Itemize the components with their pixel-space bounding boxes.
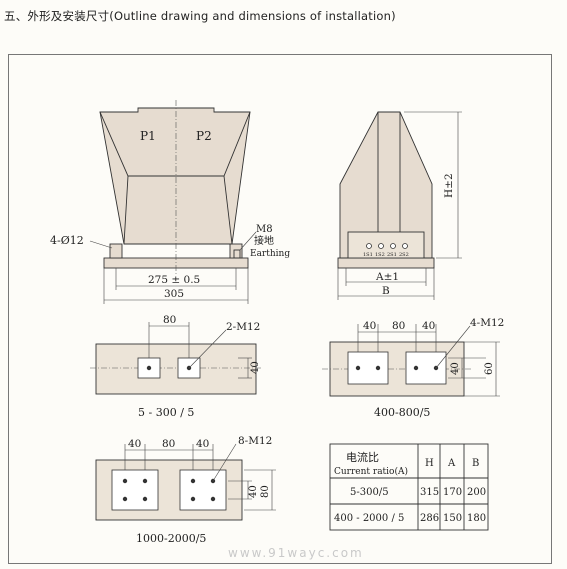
table-header-cn: 电流比 xyxy=(346,450,379,464)
plate-a: 80 2-M12 40 5 - 300 / 5 xyxy=(90,314,262,419)
plate-b-dim-left: 40 xyxy=(363,320,376,332)
plate-b-bolt-leader xyxy=(435,325,471,369)
dim-inner-label: 275 ± 0.5 xyxy=(148,274,200,286)
plate-c-caption: 1000-2000/5 xyxy=(136,532,206,545)
plate-a-dim-40: 40 xyxy=(250,361,261,374)
dim-a-label: A±1 xyxy=(375,271,399,283)
plate-c-bolt xyxy=(190,496,196,502)
plate-b-caption: 400-800/5 xyxy=(374,406,430,419)
terminal-screw xyxy=(390,243,396,249)
plate-b-dim-60: 60 xyxy=(484,362,495,375)
table-row1-ratio: 5-300/5 xyxy=(350,487,389,498)
terminal-screw xyxy=(378,243,384,249)
plate-b-bolt xyxy=(375,365,381,371)
m8-label: M8 xyxy=(256,224,273,235)
plate-c-terminal-right xyxy=(179,469,227,511)
earthing-leader xyxy=(239,231,257,251)
plate-c-dim-40: 40 xyxy=(248,485,259,498)
side-view: 1S1 1S2 2S1 2S2 H±2 A±1 B xyxy=(337,111,462,300)
plate-c-bolt xyxy=(122,496,128,502)
terminal-1s1: 1S1 xyxy=(363,252,373,258)
terminal-p1-label: P1 xyxy=(140,129,156,143)
plate-a-bolt-label: 2-M12 xyxy=(226,321,260,333)
plate-c-bolt-label: 8-M12 xyxy=(238,435,272,447)
table-border xyxy=(329,443,489,531)
plate-c: 40 80 40 8-M12 40 80 1000-2000/5 xyxy=(95,435,276,545)
terminal-2s2: 2S2 xyxy=(399,252,409,258)
plate-c-bolt xyxy=(122,478,128,484)
front-left-foot xyxy=(109,243,123,259)
plate-c-terminal-left xyxy=(111,469,159,511)
earthing-bolt xyxy=(233,249,241,259)
terminal-p2-label: P2 xyxy=(196,129,212,143)
plate-c-dim-right: 40 xyxy=(196,438,209,450)
front-body-fold xyxy=(99,111,251,177)
plate-b: 40 80 40 4-M12 40 60 400-800/5 xyxy=(322,317,504,419)
table-col-a: A xyxy=(447,458,456,469)
earthing-cn-label: 接地 xyxy=(254,234,274,247)
plate-b-bolt xyxy=(413,365,419,371)
terminal-box xyxy=(347,231,425,259)
terminal-screw xyxy=(402,243,408,249)
terminal-1s2: 1S2 xyxy=(375,252,385,258)
table-header-en: Current ratio(A) xyxy=(334,466,408,477)
table-row2-b: 180 xyxy=(467,513,486,524)
dim-outer-label: 305 xyxy=(164,288,184,300)
plate-c-bolt xyxy=(210,496,216,502)
plate-a-dim-80: 80 xyxy=(163,314,176,326)
plate-c-bolt-leader xyxy=(212,443,237,482)
terminal-2s1: 2S1 xyxy=(387,252,397,258)
plate-c-dim-left: 40 xyxy=(128,438,141,450)
plate-b-bolt xyxy=(355,365,361,371)
table-row1-a: 170 xyxy=(443,487,462,498)
plate-b-dim-right: 40 xyxy=(422,320,435,332)
front-view: P1 P2 4-Ø12 M8 接地 Earthing 275 ± 0.5 305 xyxy=(50,100,290,304)
table-row1-h: 315 xyxy=(420,487,439,498)
plate-c-dim-mid: 80 xyxy=(162,438,175,450)
ratio-table: 电流比 Current ratio(A) H A B 5-300/5 315 1… xyxy=(329,443,489,531)
plate-c-dim-80: 80 xyxy=(260,485,271,498)
holes-label: 4-Ø12 xyxy=(50,234,84,247)
table-row2-a: 150 xyxy=(443,513,462,524)
table-row2-ratio: 400 - 2000 / 5 xyxy=(334,513,404,524)
table-row2-h: 286 xyxy=(420,513,439,524)
plate-b-terminal-left xyxy=(347,351,389,385)
earthing-en-label: Earthing xyxy=(250,249,290,259)
plate-b-bolt-label: 4-M12 xyxy=(470,317,504,329)
front-body-edge xyxy=(123,175,233,245)
holes-leader xyxy=(89,240,113,249)
terminal-screws xyxy=(366,243,408,249)
table-row1-b: 200 xyxy=(467,487,486,498)
dim-b-label: B xyxy=(382,285,390,297)
plate-c-bolt xyxy=(142,478,148,484)
terminal-screw xyxy=(366,243,372,249)
watermark: www.91wayc.com xyxy=(228,546,364,560)
plate-b-dim-mid: 80 xyxy=(392,320,405,332)
side-body-ridges xyxy=(377,112,401,232)
dim-h-label: H±2 xyxy=(443,173,455,198)
plate-a-caption: 5 - 300 / 5 xyxy=(138,406,194,419)
plate-b-dim-40: 40 xyxy=(450,362,461,375)
plate-c-bolt xyxy=(142,496,148,502)
plate-b-terminal-right xyxy=(405,351,447,385)
table-col-h: H xyxy=(425,458,434,469)
page-heading: 五、外形及安装尺寸(Outline drawing and dimensions… xyxy=(4,9,396,23)
plate-c-bolt xyxy=(190,478,196,484)
drawing-frame xyxy=(8,54,552,564)
plate-a-bolt-leader xyxy=(188,329,227,369)
plate-a-body xyxy=(95,343,257,395)
plate-a-bolt xyxy=(146,365,152,371)
side-base-plate xyxy=(337,257,435,269)
table-col-b: B xyxy=(472,458,479,469)
